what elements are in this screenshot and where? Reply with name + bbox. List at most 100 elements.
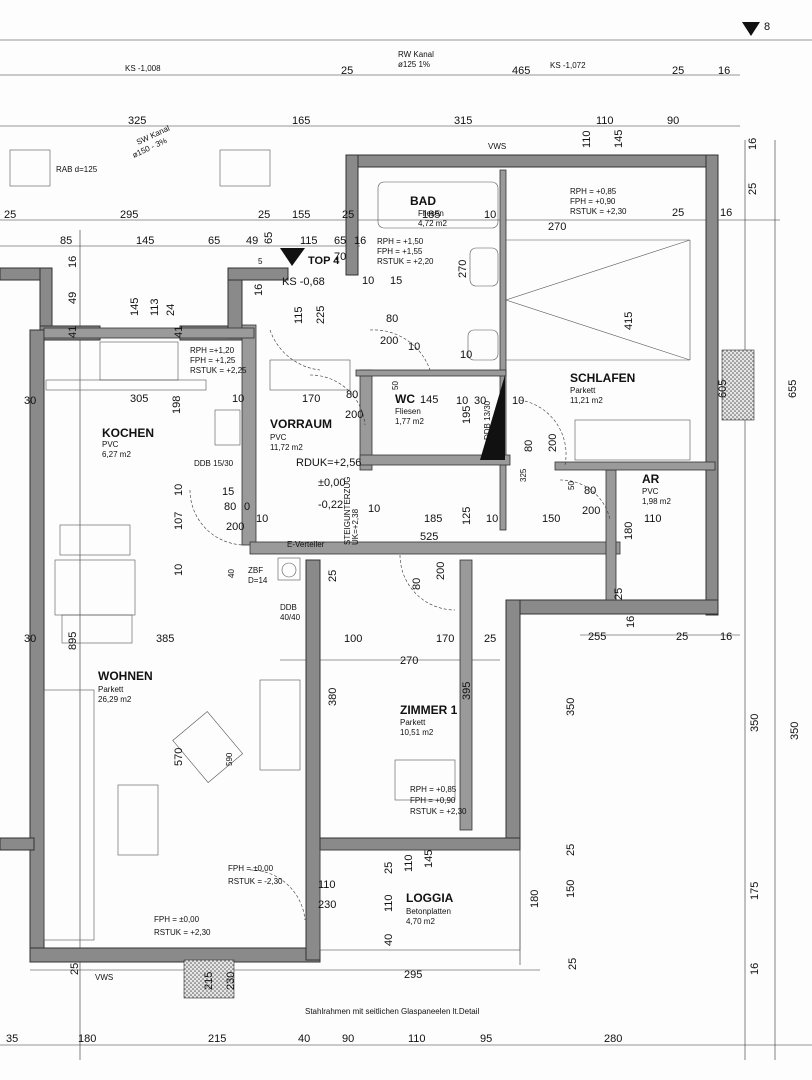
svg-text:110: 110 — [318, 879, 336, 891]
svg-text:380: 380 — [327, 688, 339, 706]
svg-text:41: 41 — [173, 326, 185, 338]
svg-text:RDUK=+2,56: RDUK=+2,56 — [296, 457, 361, 469]
svg-text:16: 16 — [720, 631, 732, 643]
svg-text:16: 16 — [354, 235, 366, 247]
svg-text:6,27 m2: 6,27 m2 — [102, 450, 131, 459]
dims-top-row-2: 325 165 315 110 90 — [128, 115, 679, 127]
svg-text:65: 65 — [334, 235, 346, 247]
svg-text:11,72 m2: 11,72 m2 — [270, 443, 303, 452]
svg-text:VWS: VWS — [95, 973, 113, 982]
svg-text:SCHLAFEN: SCHLAFEN — [570, 371, 635, 385]
svg-text:110: 110 — [403, 854, 415, 872]
svg-text:175: 175 — [749, 882, 761, 900]
svg-text:385: 385 — [156, 633, 174, 645]
svg-text:150: 150 — [565, 880, 577, 898]
svg-text:25: 25 — [4, 209, 16, 221]
svg-text:100: 100 — [344, 633, 362, 645]
svg-text:Parkett: Parkett — [570, 386, 596, 395]
dims-top-row-4: 85 145 65 49 115 65 16 — [60, 235, 366, 247]
svg-text:80: 80 — [386, 313, 398, 325]
svg-text:25: 25 — [567, 958, 579, 970]
svg-text:80: 80 — [346, 389, 358, 401]
svg-text:415: 415 — [623, 312, 635, 330]
svg-text:25: 25 — [747, 183, 759, 195]
dims-bottom-row: 35 180 215 40 90 110 95 280 — [6, 1033, 622, 1045]
room-wc: WC Fliesen 1,77 m2 — [395, 392, 424, 426]
room-loggia: LOGGIA Betonplatten 4,70 m2 — [406, 891, 454, 926]
svg-text:25: 25 — [69, 963, 81, 975]
svg-text:70: 70 — [334, 251, 346, 263]
svg-text:25: 25 — [613, 588, 625, 600]
svg-text:8: 8 — [764, 21, 770, 33]
svg-text:90: 90 — [342, 1033, 354, 1045]
svg-text:180: 180 — [78, 1033, 96, 1045]
svg-text:270: 270 — [457, 260, 469, 278]
svg-text:FPH = ±0,00: FPH = ±0,00 — [154, 915, 200, 924]
svg-text:350: 350 — [749, 714, 761, 732]
svg-text:110: 110 — [581, 130, 593, 148]
svg-text:125: 125 — [461, 507, 473, 525]
svg-text:25: 25 — [342, 209, 354, 221]
svg-text:LOGGIA: LOGGIA — [406, 891, 454, 905]
svg-text:FPH = ±0,00: FPH = ±0,00 — [228, 864, 274, 873]
svg-text:-0,22: -0,22 — [318, 499, 343, 511]
svg-text:525: 525 — [420, 531, 438, 543]
svg-text:VORRAUM: VORRAUM — [270, 417, 332, 431]
column-hatch-right — [721, 349, 755, 421]
svg-text:WC: WC — [395, 392, 415, 406]
svg-text:215: 215 — [208, 1033, 226, 1045]
svg-text:225: 225 — [315, 306, 327, 324]
svg-text:40: 40 — [227, 569, 236, 578]
svg-text:145: 145 — [613, 130, 625, 148]
svg-text:DDB 15/30: DDB 15/30 — [194, 459, 234, 468]
room-kochen: RPH =+1,20 FPH = +1,25 RSTUK = +2,25 KOC… — [102, 346, 247, 459]
svg-text:25: 25 — [258, 209, 270, 221]
svg-text:10: 10 — [484, 209, 496, 221]
svg-text:16: 16 — [720, 207, 732, 219]
svg-text:AR: AR — [642, 472, 660, 486]
svg-text:465: 465 — [512, 65, 530, 77]
svg-text:50: 50 — [567, 481, 576, 490]
svg-text:16: 16 — [747, 138, 759, 150]
svg-text:10: 10 — [256, 513, 268, 525]
svg-text:145: 145 — [136, 235, 154, 247]
svg-text:280: 280 — [604, 1033, 622, 1045]
svg-text:10: 10 — [408, 341, 420, 353]
svg-text:180: 180 — [623, 522, 635, 540]
svg-text:KOCHEN: KOCHEN — [102, 426, 154, 440]
svg-text:10: 10 — [456, 395, 468, 407]
svg-text:25: 25 — [672, 207, 684, 219]
svg-text:10: 10 — [173, 564, 185, 576]
svg-text:10: 10 — [486, 513, 498, 525]
svg-text:110: 110 — [408, 1033, 426, 1045]
svg-text:30: 30 — [24, 395, 36, 407]
svg-text:65: 65 — [208, 235, 220, 247]
svg-text:Parkett: Parkett — [400, 718, 426, 727]
svg-text:655: 655 — [787, 380, 799, 398]
svg-text:0: 0 — [244, 501, 250, 513]
svg-text:270: 270 — [400, 655, 418, 667]
svg-text:200: 200 — [582, 505, 600, 517]
svg-text:25: 25 — [672, 65, 684, 77]
svg-text:E-Verteiler: E-Verteiler — [287, 540, 325, 549]
svg-text:Stahlrahmen mit seitlichen Gla: Stahlrahmen mit seitlichen Glaspaneelen … — [305, 1007, 480, 1016]
svg-text:395: 395 — [461, 682, 473, 700]
svg-text:25: 25 — [565, 844, 577, 856]
svg-text:230: 230 — [318, 899, 336, 911]
svg-text:4,70 m2: 4,70 m2 — [406, 917, 435, 926]
svg-text:RSTUK = -2,30: RSTUK = -2,30 — [228, 877, 283, 886]
svg-text:150: 150 — [542, 513, 560, 525]
svg-text:315: 315 — [454, 115, 472, 127]
svg-text:165: 165 — [292, 115, 310, 127]
svg-text:15: 15 — [390, 275, 402, 287]
svg-text:80: 80 — [411, 578, 423, 590]
svg-text:65: 65 — [263, 232, 275, 244]
svg-text:113: 113 — [149, 298, 161, 316]
room-vorraum: VORRAUM PVC 11,72 m2 — [270, 417, 332, 452]
svg-text:325: 325 — [519, 468, 528, 482]
svg-text:25: 25 — [341, 65, 353, 77]
svg-text:198: 198 — [171, 396, 183, 414]
svg-text:TOP 4: TOP 4 — [308, 255, 340, 267]
